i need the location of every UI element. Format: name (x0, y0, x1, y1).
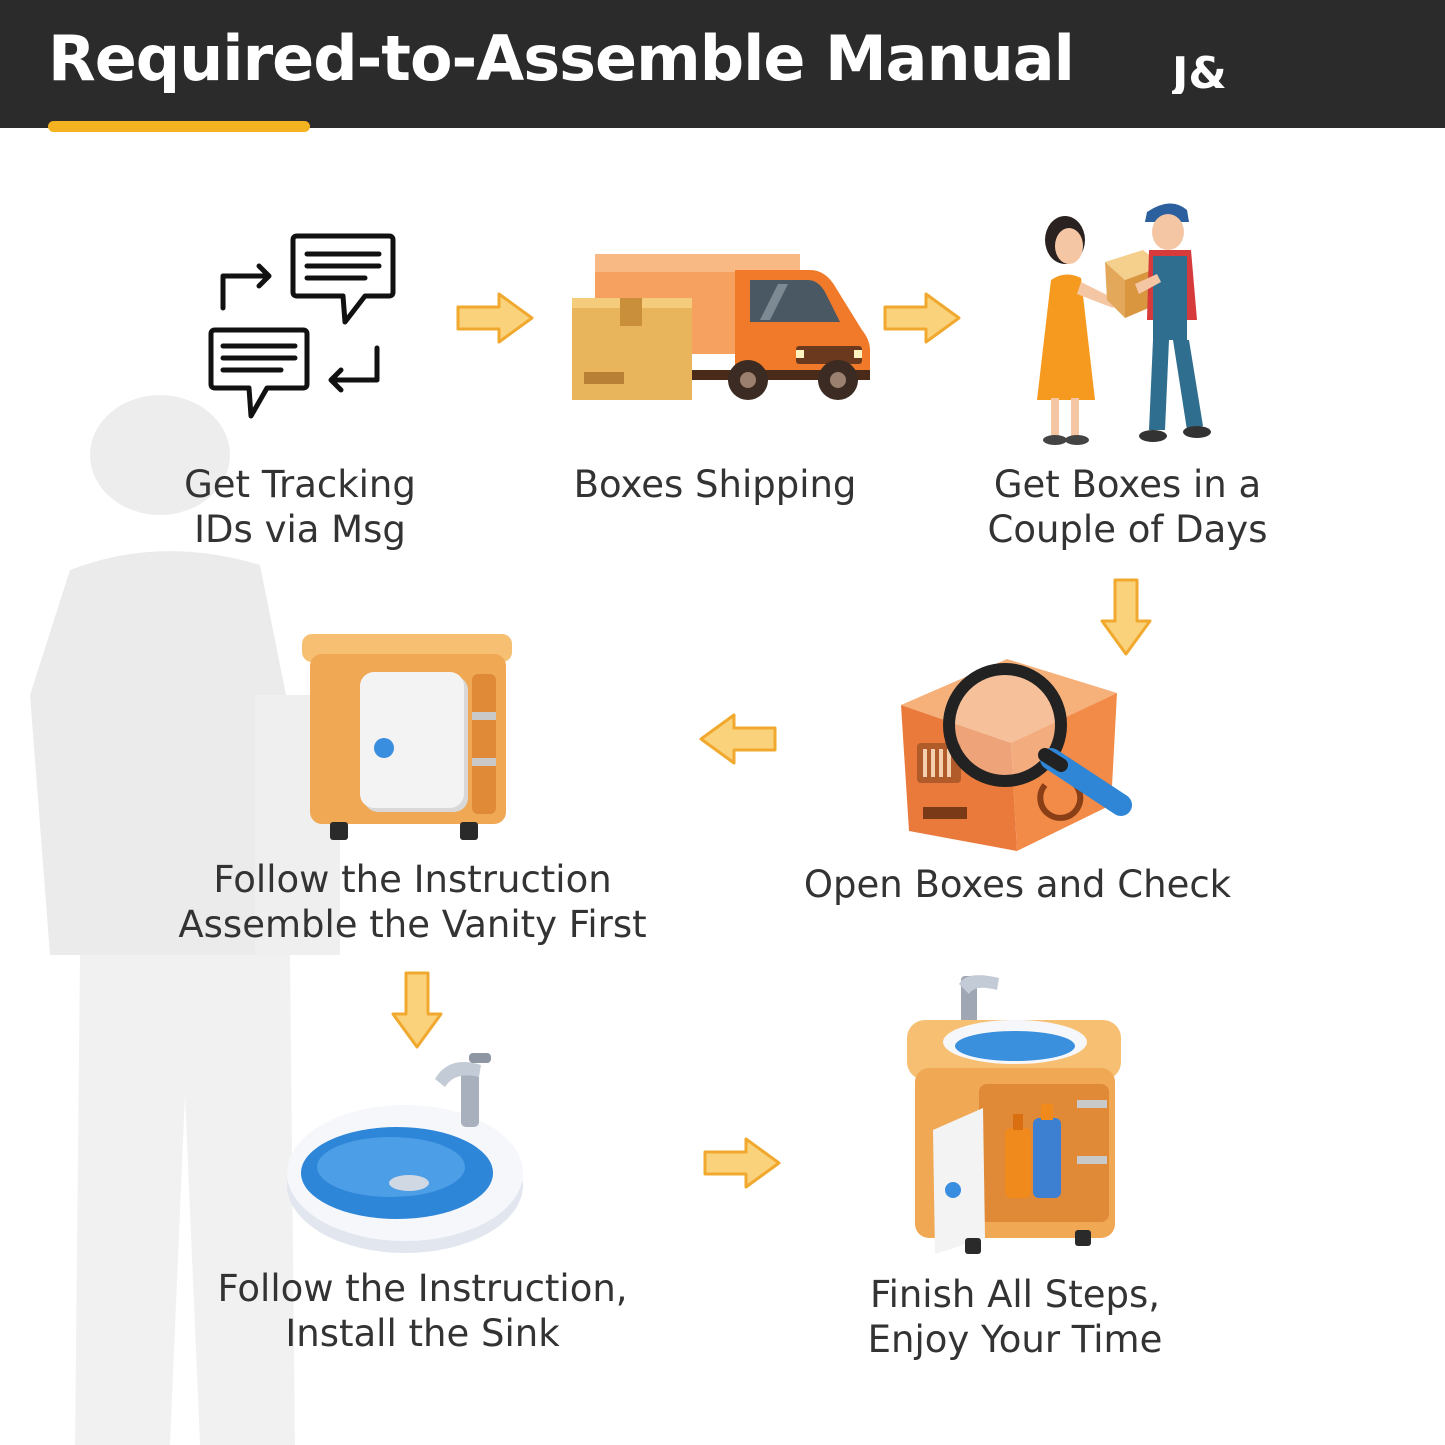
title-underline (48, 121, 310, 132)
arrow-down-icon (391, 971, 443, 1049)
brand-logo-icon: J& (1172, 48, 1227, 94)
arrow-right-icon (883, 292, 961, 344)
header-bar: Required-to-Assemble Manual J& (0, 0, 1445, 128)
step-6-line-1: Follow the Instruction, (217, 1267, 628, 1310)
step-7-line-1: Finish All Steps, (869, 1273, 1160, 1316)
step-5-line-1: Follow the Instruction (213, 858, 612, 901)
arrow-left-icon (699, 713, 777, 765)
step-5-line-2: Assemble the Vanity First (178, 903, 647, 946)
brand-logo-text: J& (1172, 48, 1227, 94)
vanity-cabinet-icon (302, 634, 512, 840)
sink-basin-icon (287, 1053, 523, 1253)
arrow-down-icon (1100, 578, 1152, 656)
step-4-line-1: Open Boxes and Check (803, 863, 1232, 906)
step-7-line-2: Enjoy Your Time (867, 1318, 1163, 1361)
step-5-label: Follow the Instruction Assemble the Vani… (160, 857, 665, 947)
step-3-line-2: Couple of Days (987, 508, 1268, 551)
box-magnifier-icon (901, 659, 1132, 851)
step-4-label: Open Boxes and Check (790, 862, 1245, 907)
step-1-label: Get Tracking IDs via Msg (130, 462, 470, 552)
arrow-right-icon (703, 1137, 781, 1189)
step-1-line-1: Get Tracking (184, 463, 416, 506)
chat-bubbles-icon (208, 233, 396, 419)
step-6-line-2: Install the Sink (285, 1312, 560, 1355)
step-7-label: Finish All Steps, Enjoy Your Time (830, 1272, 1200, 1362)
page-title: Required-to-Assemble Manual (48, 22, 1075, 95)
step-2-line-1: Boxes Shipping (573, 463, 857, 506)
finished-vanity-icon (907, 975, 1121, 1254)
arrow-right-icon (456, 292, 534, 344)
step-3-label: Get Boxes in a Couple of Days (945, 462, 1310, 552)
step-6-label: Follow the Instruction, Install the Sink (195, 1266, 650, 1356)
step-3-line-1: Get Boxes in a (993, 463, 1262, 506)
delivery-truck-icon (572, 254, 870, 400)
step-1-line-2: IDs via Msg (194, 508, 406, 551)
package-handover-icon (1037, 203, 1211, 445)
step-2-label: Boxes Shipping (540, 462, 890, 507)
